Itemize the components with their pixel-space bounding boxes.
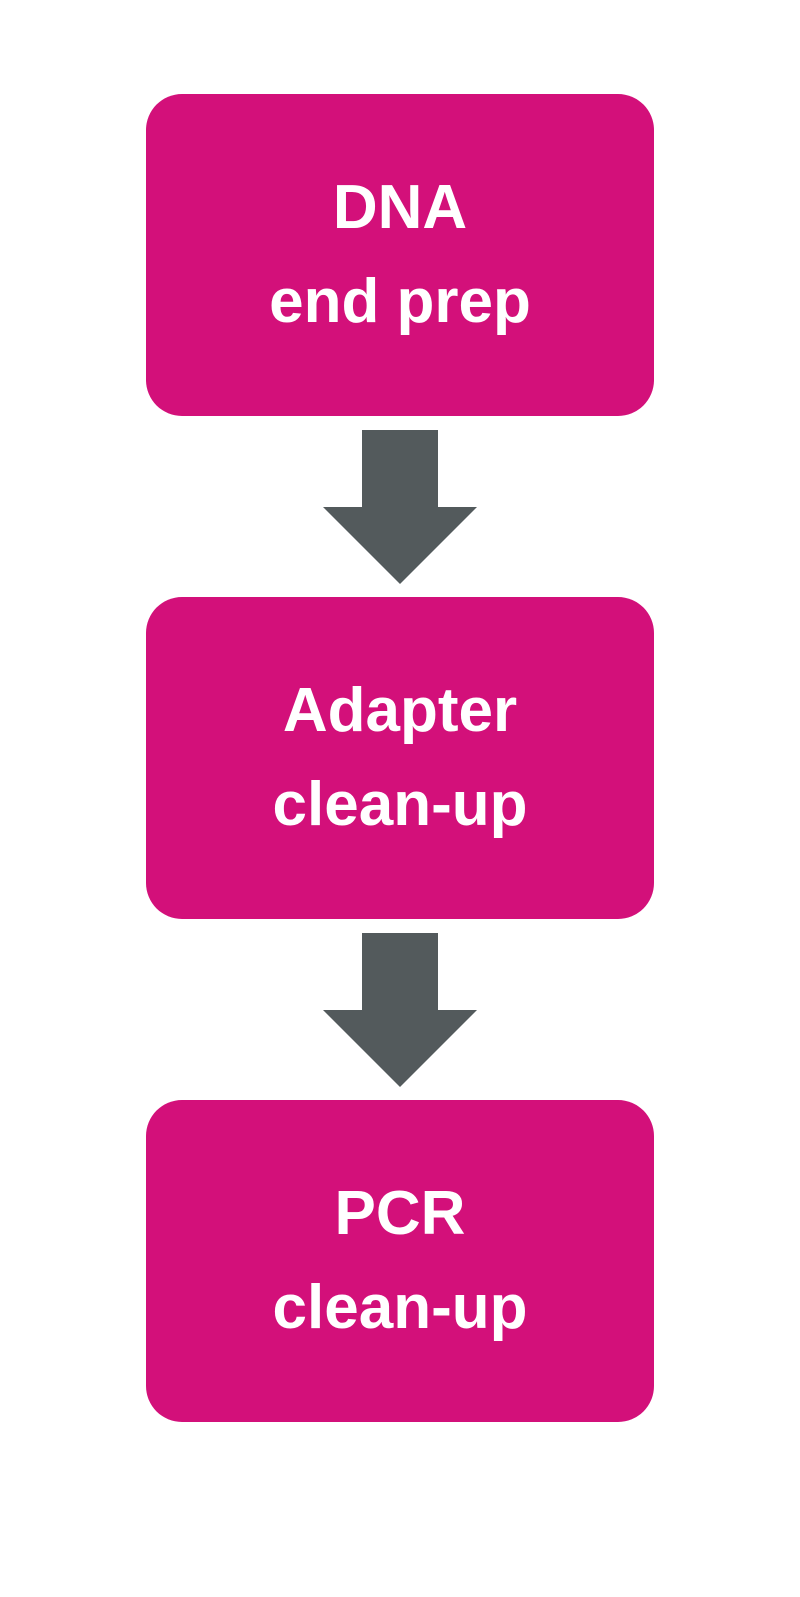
step-subtitle: clean-up [272,770,528,839]
arrow-shape [323,933,477,1087]
arrow-down-icon [323,933,477,1087]
step-title: PCR [334,1179,466,1248]
step-subtitle: end prep [269,267,531,336]
arrow-down-icon [323,430,477,584]
step-box-adapter-clean-up: Adapter clean-up [146,597,654,919]
step-subtitle: clean-up [272,1273,528,1342]
step-box-dna-end-prep: DNA end prep [146,94,654,416]
step-box-pcr-clean-up: PCR clean-up [146,1100,654,1422]
step-title: DNA [332,173,468,242]
arrow-shape [323,430,477,584]
step-title: Adapter [282,676,518,745]
